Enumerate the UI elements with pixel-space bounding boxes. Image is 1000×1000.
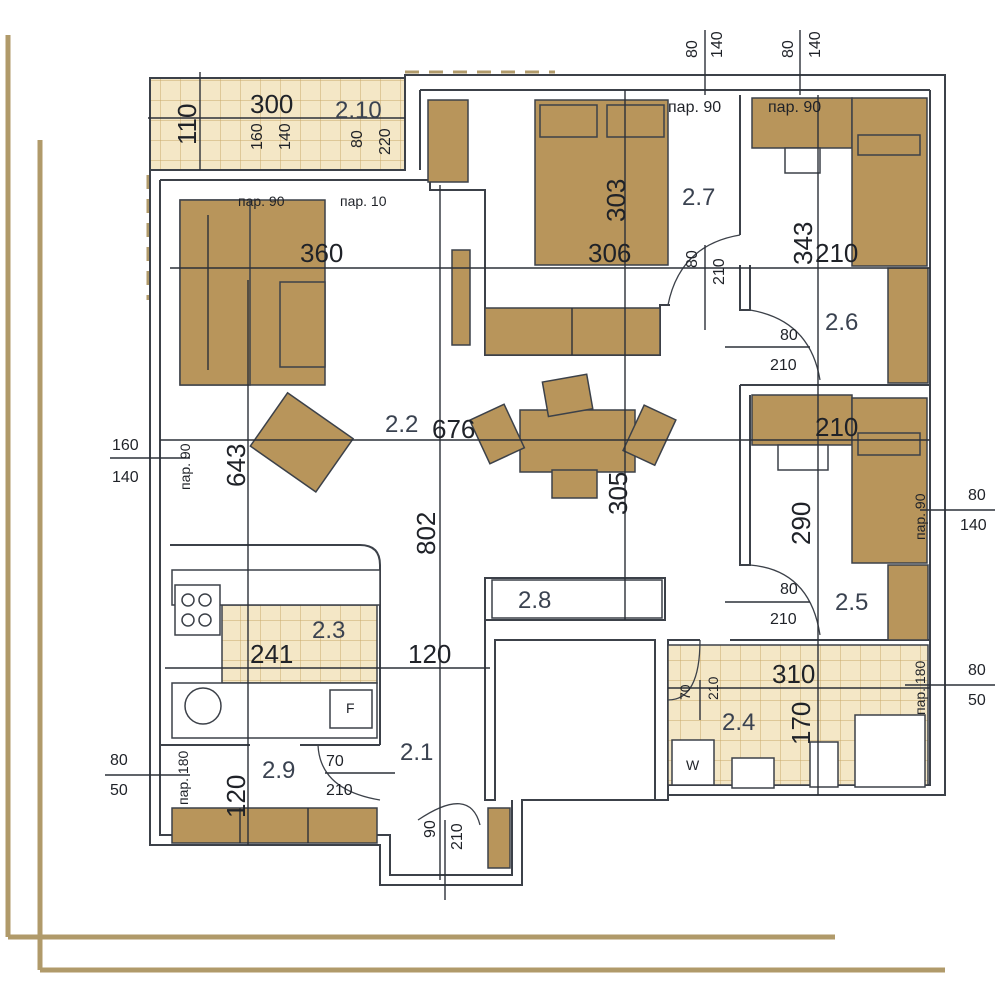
window-3-bot: 140	[112, 469, 139, 486]
door-1-top: 80	[684, 250, 701, 268]
window-1-bot: 140	[709, 31, 726, 58]
dim-290: 290	[786, 502, 816, 545]
room-label-27: 2.7	[682, 184, 715, 211]
door-swings	[317, 234, 821, 826]
window-5-bot: 50	[968, 692, 986, 709]
door-5-top: 70	[326, 753, 344, 770]
dim-110: 110	[172, 104, 202, 145]
sill-7: пар. 180	[912, 660, 928, 715]
window-5-top: 80	[968, 662, 986, 679]
dim-210-top: 210	[815, 238, 858, 268]
window-2-bot: 140	[807, 31, 824, 58]
door-4-bot: 210	[705, 676, 721, 700]
dim-120-hall: 120	[408, 639, 451, 669]
dim-120-entry: 120	[221, 775, 251, 818]
window-1-top: 80	[684, 40, 701, 58]
washer-label: W	[686, 757, 700, 773]
balcony-window-a: 160	[249, 123, 266, 150]
dim-310: 310	[772, 659, 815, 689]
door-3-bot: 210	[770, 611, 797, 628]
sill-6: пар. 90	[912, 493, 928, 540]
door-6-bot: 210	[449, 823, 466, 850]
door-5-bot: 210	[326, 782, 353, 799]
room-label-22: 2.2	[385, 411, 418, 438]
window-6-top: 80	[110, 752, 128, 769]
dim-241: 241	[250, 639, 293, 669]
window-4-top: 80	[968, 487, 986, 504]
coffee-table	[279, 281, 326, 368]
dimension-lines	[148, 72, 930, 880]
room-label-21: 2.1	[400, 739, 433, 766]
sill-3: пар. 90	[238, 193, 285, 209]
door-3-top: 80	[780, 581, 798, 598]
kitchen: F	[171, 569, 381, 739]
dim-802: 802	[411, 512, 441, 555]
dim-306: 306	[588, 238, 631, 268]
door-1-bot: 210	[711, 258, 728, 285]
bathroom: W	[667, 644, 929, 789]
sill-8: пар. 180	[175, 750, 191, 805]
dim-210-mid: 210	[815, 412, 858, 442]
bedroom-25-furniture	[751, 394, 929, 641]
dim-305: 305	[603, 472, 633, 515]
dining-table	[519, 409, 636, 473]
balcony-window-b: 140	[277, 123, 294, 150]
bedroom-26-furniture	[751, 97, 929, 384]
room-label-24: 2.4	[722, 709, 755, 736]
room-label-210: 2.10	[335, 97, 382, 124]
wardrobe-living	[427, 99, 469, 183]
balcony-window-c: 80	[349, 130, 366, 148]
armchair	[249, 391, 355, 494]
bedroom-27-furniture	[534, 99, 669, 266]
room-label-28: 2.8	[518, 587, 551, 614]
door-2-top: 80	[780, 327, 798, 344]
window-3-top: 160	[112, 437, 139, 454]
tv-stand	[451, 249, 471, 346]
door-6-top: 90	[422, 820, 439, 838]
dim-343: 343	[788, 222, 818, 265]
dim-170: 170	[786, 702, 816, 745]
window-4-bot: 140	[960, 517, 987, 534]
dim-303: 303	[601, 179, 631, 222]
decorative-frame	[5, 35, 945, 973]
balcony	[149, 77, 406, 171]
window-2-top: 80	[780, 40, 797, 58]
door-2-bot: 210	[770, 357, 797, 374]
window-markers	[105, 30, 995, 900]
storage-28	[491, 579, 663, 619]
dim-360: 360	[300, 238, 343, 268]
dim-676: 676	[432, 414, 475, 444]
balcony-window-d: 220	[377, 128, 394, 155]
fridge-label: F	[346, 700, 355, 716]
room-label-29: 2.9	[262, 757, 295, 784]
room-label-25: 2.5	[835, 589, 868, 616]
room-label-23: 2.3	[312, 617, 345, 644]
sill-2: пар. 90	[768, 99, 821, 116]
dim-300: 300	[250, 89, 293, 119]
window-6-bot: 50	[110, 782, 128, 799]
sill-4: пар. 10	[340, 193, 387, 209]
door-4-top: 70	[677, 684, 693, 700]
dim-643: 643	[221, 444, 251, 487]
room-label-26: 2.6	[825, 309, 858, 336]
entrance-furniture	[171, 807, 511, 869]
sill-1: пар. 90	[668, 99, 721, 116]
living-furniture	[179, 99, 677, 499]
sill-5: пар. 90	[177, 443, 193, 490]
